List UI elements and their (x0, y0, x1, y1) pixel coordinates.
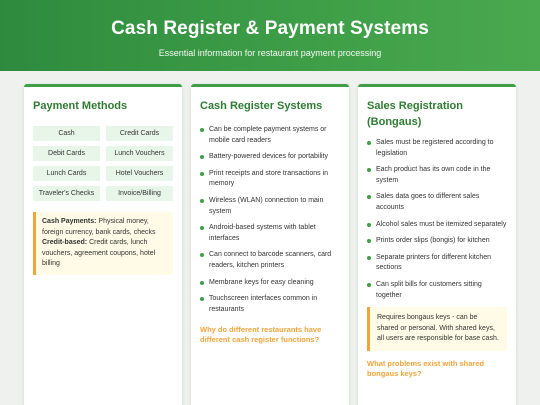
bullet-icon (367, 283, 371, 288)
cash-payments-text: Physical money, foreign currency, bank c… (42, 218, 156, 236)
cash-register-list: Can be complete payment systems or mobil… (191, 114, 349, 315)
bullet-icon (200, 280, 204, 285)
cash-payments-label: Cash Payments: (42, 218, 97, 225)
bullet-icon (200, 297, 204, 302)
bongaus-keys-note: Requires bongaus keys - can be shared or… (367, 307, 507, 351)
bullet-icon (200, 253, 204, 258)
credit-based-label: Credit-based: (42, 239, 88, 246)
payment-method-travelers-checks: Traveler's Checks (33, 186, 100, 201)
page-header: Cash Register & Payment Systems Essentia… (0, 0, 540, 71)
bullet-icon (200, 226, 204, 231)
list-item: Sales data goes to different sales accou… (367, 192, 507, 213)
page-title: Cash Register & Payment Systems (111, 18, 429, 39)
payment-methods-card: Payment Methods Cash Credit Cards Debit … (24, 84, 182, 405)
list-item: Prints order slips (bongis) for kitchen (367, 236, 507, 247)
payment-method-lunch-cards: Lunch Cards (33, 166, 100, 181)
list-item: Separate printers for different kitchen … (367, 253, 507, 274)
payment-types-note: Cash Payments: Physical money, foreign c… (33, 212, 173, 275)
bullet-icon (200, 128, 204, 132)
bullet-icon (367, 255, 371, 260)
bullet-icon (367, 239, 371, 244)
list-item: Can connect to barcode scanners, card re… (200, 250, 340, 271)
page-subtitle: Essential information for restaurant pay… (158, 48, 382, 58)
sales-registration-list: Sales must be registered according to le… (358, 130, 516, 301)
bullet-icon (367, 222, 371, 227)
sales-registration-card: Sales Registration (Bongaus) Sales must … (358, 84, 516, 405)
payment-method-invoice-billing: Invoice/Billing (106, 186, 173, 201)
list-item: Wireless (WLAN) connection to main syste… (200, 196, 340, 217)
list-item: Android-based systems with tablet interf… (200, 223, 340, 244)
cash-register-question: Why do different restaurants have differ… (200, 324, 322, 345)
list-item: Touchscreen interfaces common in restaur… (200, 294, 340, 315)
bullet-icon (200, 171, 204, 176)
bullet-icon (367, 168, 371, 173)
list-item: Print receipts and store transactions in… (200, 169, 340, 190)
sales-registration-question: What problems exist with shared bongaus … (367, 358, 485, 379)
list-item: Alcohol sales must be itemized separatel… (367, 220, 507, 231)
payment-method-cash: Cash (33, 126, 100, 141)
cash-payments-line: Cash Payments: Physical money, foreign c… (42, 217, 167, 238)
bullet-icon (200, 155, 204, 160)
credit-based-text: Credit cards, lunch vouchers, agreement … (42, 239, 156, 267)
payment-method-lunch-vouchers: Lunch Vouchers (106, 146, 173, 161)
list-item: Membrane keys for easy cleaning (200, 278, 340, 289)
payment-method-debit-cards: Debit Cards (33, 146, 100, 161)
list-item: Can split bills for customers sitting to… (367, 280, 507, 301)
credit-based-line: Credit-based: Credit cards, lunch vouche… (42, 238, 167, 270)
list-item: Each product has its own code in the sys… (367, 165, 507, 186)
bullet-icon (367, 195, 371, 200)
payment-method-hotel-vouchers: Hotel Vouchers (106, 166, 173, 181)
bullet-icon (200, 199, 204, 204)
list-item: Can be complete payment systems or mobil… (200, 125, 340, 146)
list-item: Battery-powered devices for portability (200, 152, 340, 163)
payment-method-credit-cards: Credit Cards (106, 126, 173, 141)
payment-methods-grid: Cash Credit Cards Debit Cards Lunch Vouc… (24, 114, 182, 201)
sales-registration-title: Sales Registration (Bongaus) (367, 100, 463, 128)
payment-methods-title: Payment Methods (33, 100, 128, 112)
list-item: Sales must be registered according to le… (367, 138, 507, 159)
bullet-icon (367, 141, 371, 145)
cash-register-title: Cash Register Systems (200, 100, 323, 112)
cash-register-card: Cash Register Systems Can be complete pa… (191, 84, 349, 405)
